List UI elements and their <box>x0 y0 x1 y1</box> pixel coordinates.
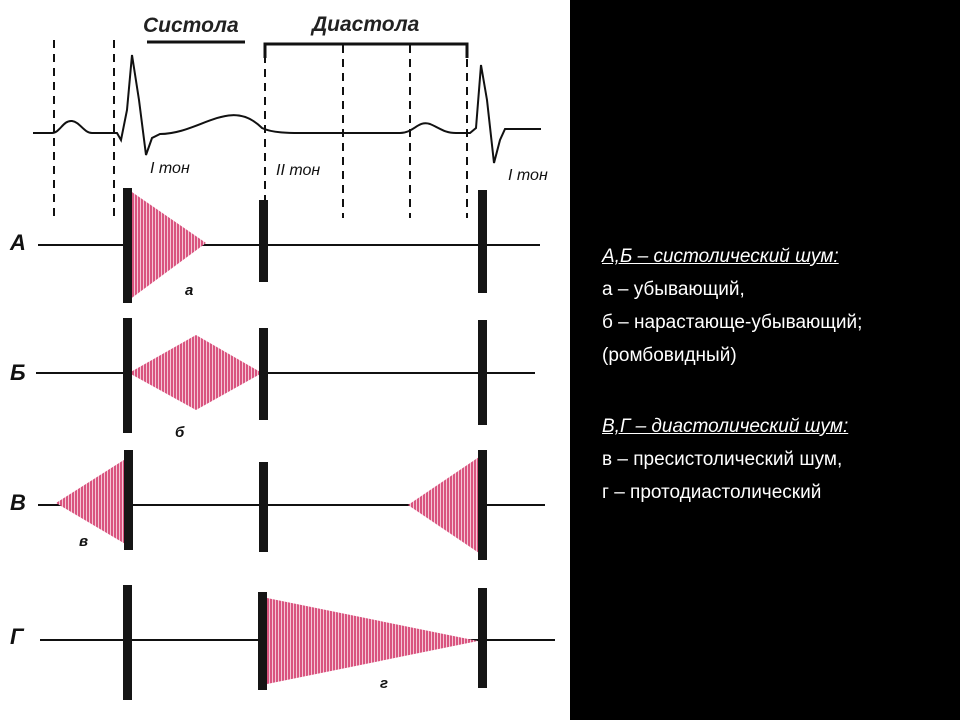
s1-bar-g-right <box>478 588 487 688</box>
row-label-a: А <box>10 230 26 255</box>
diagram-drawing <box>33 40 555 700</box>
legend-panel: А,Б – систолический шум: а – убывающий, … <box>602 246 958 515</box>
phonocardiogram-diagram: Систола Диастола I тон II тон I тон А Б … <box>0 0 570 720</box>
sub-label-v: в <box>79 533 89 550</box>
murmur-a-decrescendo <box>129 190 206 300</box>
sub-label-a: а <box>185 282 194 299</box>
diastole-header: Диастола <box>312 13 420 36</box>
row-label-g: Г <box>10 624 24 649</box>
heart-sound-bars <box>123 188 487 700</box>
sub-label-b: б <box>175 424 185 441</box>
s1-bar-a-right <box>478 190 487 293</box>
row-label-b: Б <box>10 360 26 385</box>
murmur-v-presystolic-right <box>408 455 482 555</box>
sub-label-g: г <box>380 675 389 692</box>
s1-bar-b <box>123 318 132 433</box>
murmur-g-protodiastolic <box>267 598 478 684</box>
legend-spacer <box>602 378 958 416</box>
systolic-item-a: а – убывающий, <box>602 279 745 300</box>
s1-bar-v <box>124 450 133 550</box>
diastolic-item-v: в – пресистолический шум, <box>602 449 843 470</box>
diastolic-item-g: г – протодиастолический <box>602 482 822 503</box>
s1-bar-b-right <box>478 320 487 425</box>
systole-header: Систола <box>143 14 239 37</box>
s2-bar-v <box>259 462 268 552</box>
tone-1-left-label: I тон <box>150 160 190 177</box>
tone-2-label: II тон <box>276 162 321 179</box>
diastolic-heading: В,Г – диастолический шум: <box>602 416 849 437</box>
s1-bar-g <box>123 585 132 700</box>
s2-bar-g <box>258 592 267 690</box>
systolic-item-b: б – нарастающе-убывающий; <box>602 312 863 333</box>
phase-markers <box>53 40 468 218</box>
systolic-item-note: (ромбовидный) <box>602 345 737 366</box>
tone-1-right-label: I тон <box>508 167 548 184</box>
diastole-bracket <box>263 42 469 58</box>
row-label-v: В <box>10 490 26 515</box>
murmur-b-diamond <box>129 335 262 410</box>
systolic-heading: А,Б – систолический шум: <box>602 246 839 267</box>
s2-bar-a <box>259 200 268 282</box>
s2-bar-b <box>259 328 268 420</box>
s1-bar-a <box>123 188 132 303</box>
ecg-trace <box>33 54 541 164</box>
s1-bar-v-right <box>478 450 487 560</box>
murmur-v-presystolic-left <box>56 458 127 545</box>
